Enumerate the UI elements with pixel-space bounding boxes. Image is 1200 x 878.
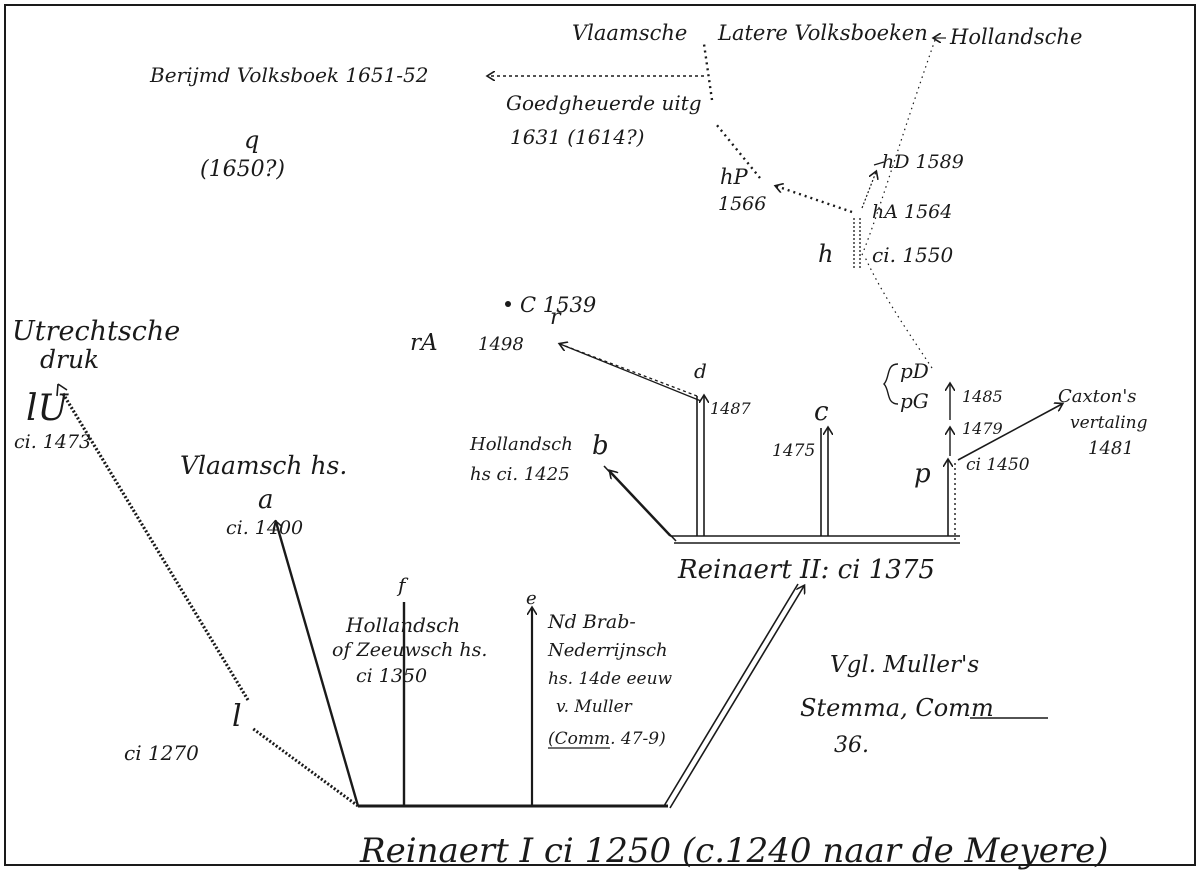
label-c: c <box>814 397 829 427</box>
label-l: l <box>232 699 242 734</box>
label-hollandsche: Hollandsche <box>949 25 1082 49</box>
label-pD: pD <box>900 359 929 383</box>
label-e-brab: Nd Brab- <box>547 611 636 633</box>
dot-C <box>505 301 511 307</box>
label-a: a <box>258 485 274 515</box>
label-caxton-vertaling: vertaling <box>1070 413 1148 433</box>
label-f: f <box>396 573 409 597</box>
label-a-date: ci. 1400 <box>226 517 303 539</box>
arrowhead-lU <box>56 383 68 397</box>
brace-pD-pG <box>883 363 899 405</box>
label-reinaert1: Reinaert I ci 1250 (c.1240 naar de Meyer… <box>359 831 1108 871</box>
label-C: C 1539 <box>520 293 596 317</box>
label-b-hollandsch: Hollandsch <box>469 434 573 455</box>
label-caxton: Caxton's <box>1058 386 1137 407</box>
label-q-date: (1650?) <box>200 157 285 182</box>
label-hA: hA 1564 <box>872 201 952 223</box>
edge-to-b-a <box>603 465 671 537</box>
label-c-date: 1475 <box>772 441 815 461</box>
label-pG-date: 1479 <box>962 419 1003 438</box>
label-l-date: ci 1270 <box>124 741 199 765</box>
label-latere: Latere Volksboeken <box>717 21 928 45</box>
label-f-hollandsch: Hollandsch <box>345 613 460 637</box>
label-lU-date: ci. 1473 <box>14 431 91 453</box>
edge-to-reinaert2-a <box>663 583 799 807</box>
label-e: e <box>526 588 537 609</box>
label-druk: druk <box>40 345 99 374</box>
label-pG: pG <box>900 389 929 413</box>
label-vgl: Vgl. Muller's <box>830 652 979 678</box>
label-h-date: ci. 1550 <box>872 243 953 267</box>
edge-d-to-rA-b <box>560 344 702 402</box>
label-r: r <box>550 305 562 330</box>
label-vlaamsch-hs: Vlaamsch hs. <box>180 451 347 480</box>
label-hP-date: 1566 <box>718 193 766 215</box>
edge-to-l <box>251 726 359 808</box>
edge-hA-to-hD <box>861 172 876 209</box>
label-berijmd: Berijmd Volksboek 1651-52 <box>149 63 429 87</box>
label-pD-date: 1485 <box>962 387 1003 406</box>
label-caxton-date: 1481 <box>1088 438 1134 459</box>
label-e-nederrijnsch: Nederrijnsch <box>547 640 668 661</box>
label-reinaert2: Reinaert II: ci 1375 <box>677 555 935 585</box>
page-border <box>4 4 1196 866</box>
label-p: p <box>914 459 931 489</box>
label-b-hs: hs ci. 1425 <box>470 464 570 485</box>
label-e-hs: hs. 14de eeuw <box>548 669 673 689</box>
label-e-comm: (Comm. 47-9) <box>548 729 666 749</box>
edge-pD-to-h <box>863 254 933 369</box>
label-vlaamsche: Vlaamsche <box>572 21 687 45</box>
label-e-muller: v. Muller <box>556 697 633 717</box>
edge-goed-to-vlaamsche <box>702 43 714 101</box>
edge-p-to-caxton <box>957 404 1062 461</box>
label-p-date: ci 1450 <box>966 455 1030 475</box>
label-f-zeeuwsch: of Zeeuwsch hs. <box>332 639 487 661</box>
label-utrechtsche: Utrechtsche <box>12 316 180 347</box>
label-f-date: ci 1350 <box>356 665 427 687</box>
edge-to-b-b <box>610 471 677 542</box>
label-goed: 1631 (1614?) <box>510 125 644 149</box>
label-goed-title: Goedgheuerde uitg <box>506 91 702 115</box>
label-stemma: Stemma, Comm <box>800 694 994 722</box>
label-rA-date: 1498 <box>478 334 524 355</box>
label-rA: rA <box>410 330 438 356</box>
tick-hD <box>873 161 885 166</box>
edge-to-a <box>276 522 360 807</box>
label-vgl-36: 36. <box>834 733 869 758</box>
edge-to-reinaert2-b <box>669 586 804 809</box>
label-q: q <box>244 126 259 154</box>
label-b: b <box>592 431 609 461</box>
label-h: h <box>818 240 833 268</box>
label-d: d <box>694 359 707 383</box>
edge-hA-to-hP <box>776 186 853 214</box>
label-lU: lU <box>26 388 70 429</box>
label-hP: hP <box>720 165 749 189</box>
label-d-date: 1487 <box>710 399 752 418</box>
label-hD: hD 1589 <box>882 151 964 173</box>
